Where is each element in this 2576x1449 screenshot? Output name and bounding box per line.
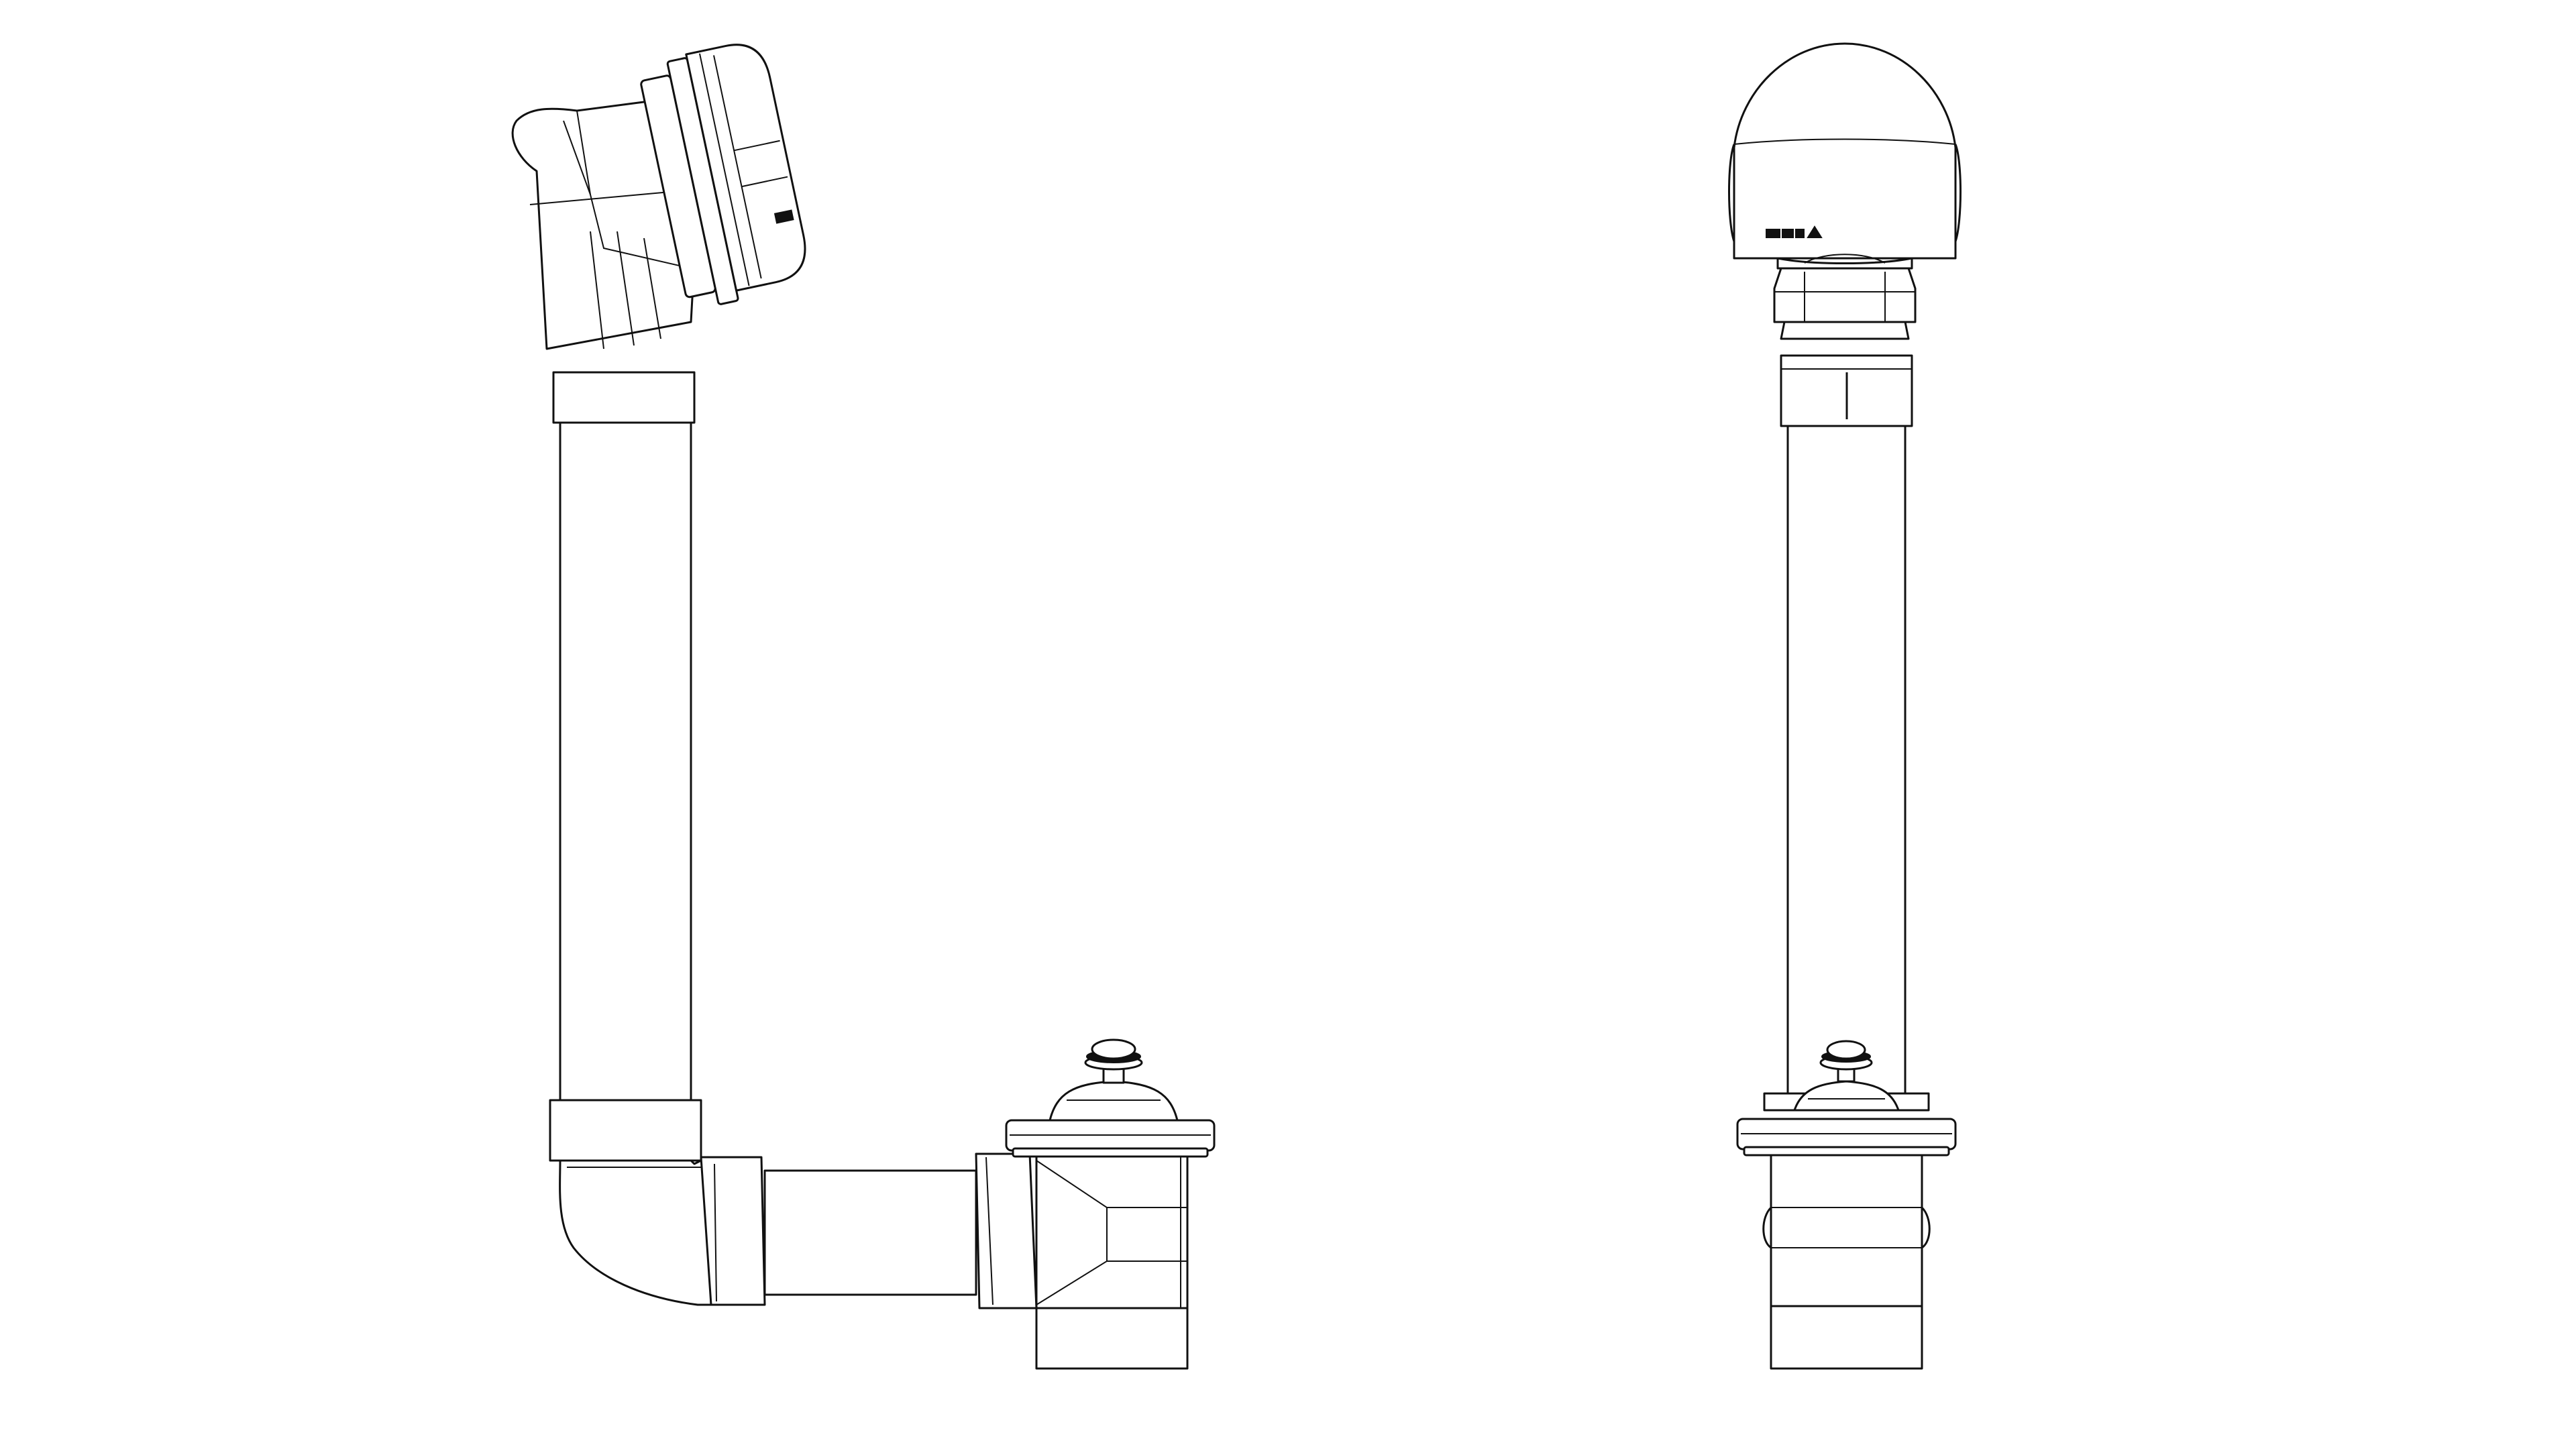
tailpiece [1035,1307,1189,1370]
drain-flange-front [1736,1118,1957,1157]
overflow-cover [1728,42,1962,260]
bottom-elbow [559,1156,712,1306]
slip-joint-nut [700,1156,766,1306]
tailpiece-front [1770,1305,1923,1370]
drain-stopper [1049,1038,1179,1122]
riser-tube-front [1786,425,1907,1098]
front-view [1728,42,1962,1370]
side-view [511,44,1216,1370]
drain-stopper-front [1763,1040,1930,1112]
drain-tee [1035,1152,1189,1309]
overflow-faceplate [640,44,806,305]
riser-coupling [552,371,696,424]
overflow-body [1773,254,1917,340]
lower-coupling [549,1099,702,1162]
overflow-elbow [511,99,696,350]
horizontal-tube [763,1169,977,1296]
tee-coupling [975,1152,1038,1309]
riser-tube [559,421,692,1102]
drain-body-front [1762,1154,1931,1307]
drain-flange [1005,1119,1216,1158]
